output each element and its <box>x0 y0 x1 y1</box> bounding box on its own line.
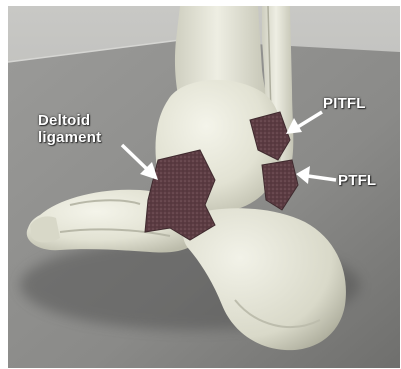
deltoid-ligament-label: Deltoid ligament <box>38 112 101 146</box>
ptfl-label: PTFL <box>338 172 376 189</box>
pitfl-label: PITFL <box>323 95 366 112</box>
deltoid-label-line2: ligament <box>38 129 101 146</box>
deltoid-label-line1: Deltoid <box>38 112 101 129</box>
